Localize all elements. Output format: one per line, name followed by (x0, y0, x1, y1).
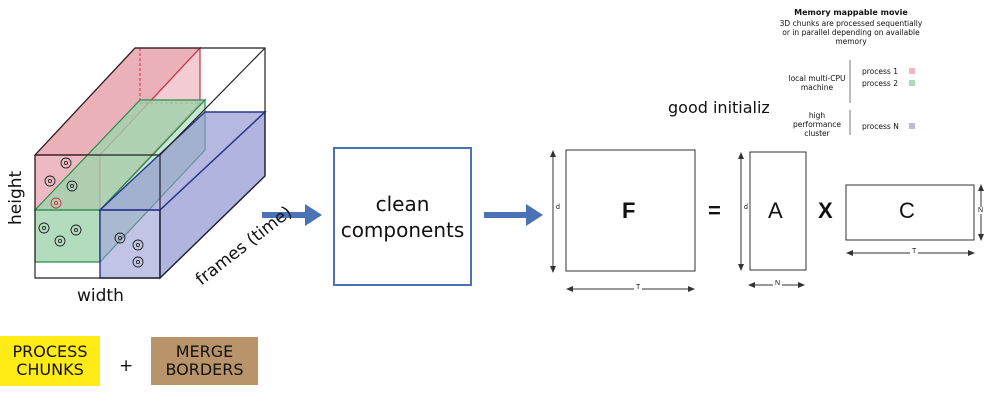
matrix-A-label: A (768, 198, 783, 223)
matrix-C (845, 184, 984, 256)
legend-processN: process N (862, 122, 899, 131)
legend-local-line2: machine (800, 83, 834, 92)
clean-components-line1: clean (375, 191, 430, 216)
legend-local-line1: local multi-CPU (788, 74, 846, 83)
legend-hpc-line2: performance (792, 120, 842, 129)
legend-overlay-backdrop (778, 94, 814, 124)
width-label: width (77, 286, 124, 306)
matrix-C-label: C (899, 198, 915, 223)
neuron-gear-icon-cluster (38, 157, 144, 268)
legend-hpc-line1: high (808, 111, 826, 120)
merge-borders-line2: BORDERS (165, 360, 244, 379)
legend-desc-line1: 3D chunks are processed sequentially (779, 19, 923, 28)
legend-swatch-process2 (909, 80, 915, 86)
height-label: height (6, 170, 26, 225)
dim-T-F: T (634, 284, 643, 291)
plus-sign: + (119, 356, 134, 376)
process-chunks-line1: PROCESS (12, 342, 88, 361)
process-chunks-tag: PROCESS CHUNKS (0, 336, 100, 386)
legend-title: Memory mappable movie (794, 8, 908, 17)
times-sign: X (818, 198, 833, 223)
dim-N-C: N (978, 207, 984, 214)
dim-d-A: d (744, 204, 748, 211)
legend-desc-line2: or in parallel depending on available (782, 28, 920, 37)
matrix-F (550, 149, 696, 292)
clean-components-box: clean components (333, 147, 472, 286)
legend-swatch-processN (909, 123, 915, 129)
cube-outline (34, 47, 266, 279)
merge-borders-line1: MERGE (175, 342, 234, 361)
dim-T-C: T (910, 248, 919, 255)
merge-borders-tag: MERGE BORDERS (151, 337, 258, 385)
matrix-A (738, 151, 807, 288)
legend-process2: process 2 (862, 79, 898, 88)
equals-sign: = (708, 198, 721, 223)
legend-hpc-line3: cluster (804, 129, 830, 138)
dim-d-F: d (556, 204, 560, 211)
good-initialization-label: good initializ (668, 98, 770, 117)
legend-swatch-process1 (909, 68, 915, 74)
process-chunks-line2: CHUNKS (16, 360, 84, 379)
clean-components-line2: components (340, 217, 465, 242)
arrow-right-icon (262, 204, 322, 226)
legend-process1: process 1 (862, 67, 898, 76)
matrix-F-label: F (622, 198, 636, 223)
legend-desc-line3: memory (835, 37, 867, 46)
dim-N-A: N (773, 280, 783, 287)
arrow-right-icon (484, 204, 543, 226)
